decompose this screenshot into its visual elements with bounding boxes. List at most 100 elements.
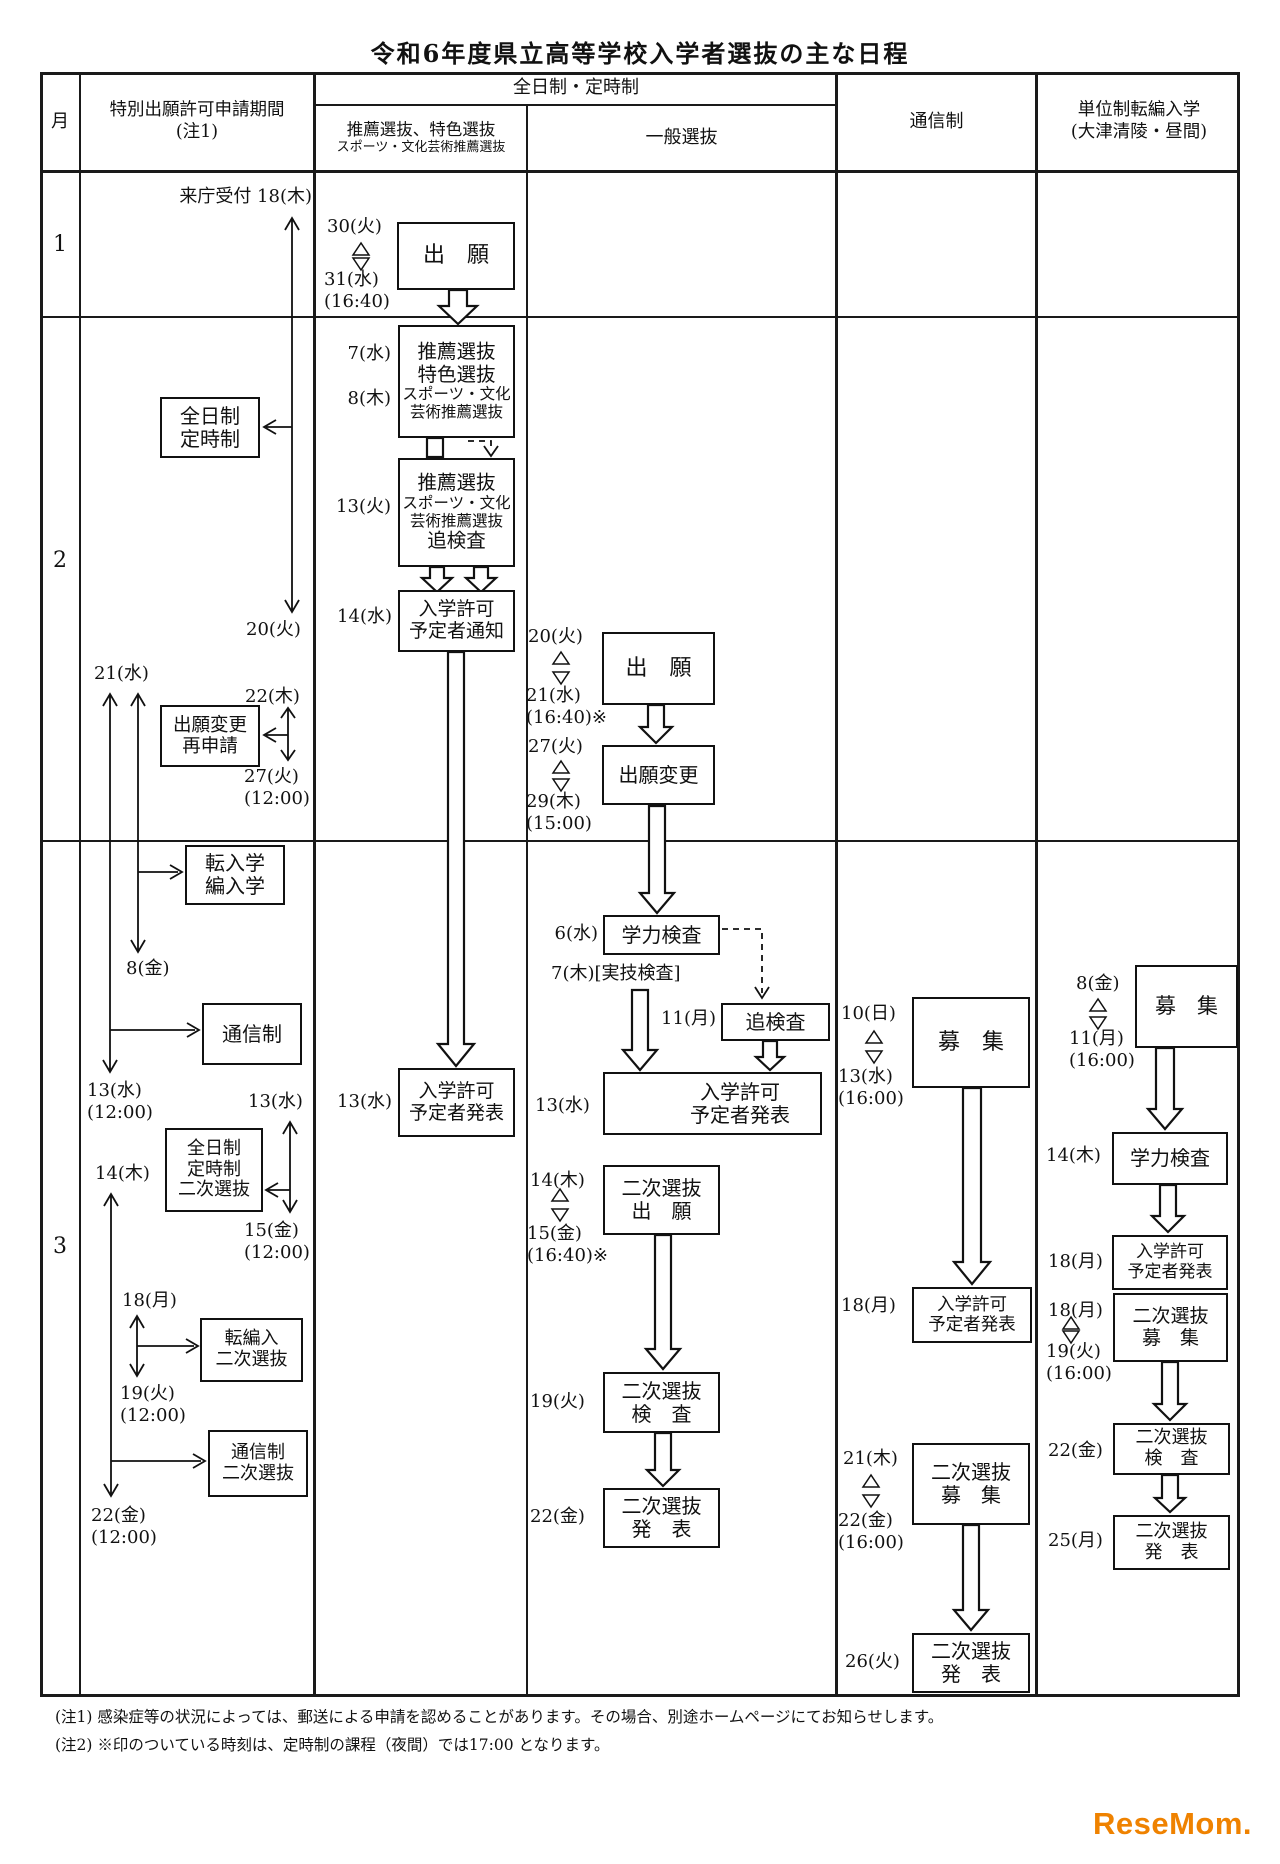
flow-arrow-secondapply-to-exam <box>643 1233 683 1371</box>
month-2: 2 <box>53 548 67 573</box>
label-rc-8: 8(木) <box>347 388 392 409</box>
box-line: 推薦選抜 <box>417 340 496 364</box>
flow-arrow-u-recruit-to-exam <box>1145 1046 1185 1131</box>
label-un-8: 8(金) <box>1076 973 1120 994</box>
header-fulltime-parttime: 全日制・定時制 <box>513 77 639 99</box>
resemom-logo: ReseMom. <box>1092 1806 1252 1841</box>
dashed-arrow-exam-to-makeup <box>722 928 763 993</box>
box-recommend-announce: 入学許可 予定者発表 <box>398 1068 515 1137</box>
label-sp-19: 19(火) (12:00) <box>120 1383 186 1426</box>
table-outer-border <box>40 72 1240 1697</box>
box-general-second-apply: 二次選抜 出 願 <box>603 1165 720 1235</box>
box-general-exam: 学力検査 <box>603 915 720 955</box>
grid-line <box>79 72 81 1697</box>
label-gn-11: 11(月) <box>661 1008 716 1029</box>
label-un-18: 18(月) <box>1048 1251 1103 1272</box>
flow-arrow-exam-to-announce <box>620 988 660 1072</box>
grid-line <box>313 72 316 1697</box>
label-rc-30: 30(火) <box>327 216 382 237</box>
header-month: 月 <box>51 110 69 132</box>
label-gn-22: 22(金) <box>530 1506 585 1527</box>
label-ts-21: 21(木) <box>843 1448 898 1469</box>
flow-arrow-u-second-to-exam <box>1151 1360 1189 1422</box>
flow-arrow-apply-to-change <box>637 703 675 745</box>
box-change-reapply: 出願変更 再申請 <box>160 705 260 767</box>
box-fulltime-parttime: 全日制 定時制 <box>160 397 260 458</box>
grid-line <box>526 105 528 1697</box>
dashed-arrow-head-1 <box>483 445 499 458</box>
label-gn-13: 13(水) <box>535 1095 590 1116</box>
label-ts-18: 18(月) <box>841 1295 896 1316</box>
diamond-arrows <box>351 241 1108 1509</box>
box-general-second-announce: 二次選抜 発 表 <box>603 1488 720 1548</box>
flow-arrow-to-notice-2 <box>463 565 499 594</box>
range-arrow-correspondence-second <box>861 1473 881 1509</box>
grid-line <box>835 72 838 1697</box>
label-ts-26: 26(火) <box>845 1651 900 1672</box>
label-un-11: 11(月) (16:00) <box>1069 1028 1135 1071</box>
box-general-announce: 入学許可 予定者発表 <box>603 1072 822 1135</box>
label-rc-13: 13(火) <box>336 496 391 517</box>
range-arrow-general-change <box>551 759 571 793</box>
box-credit-announce: 入学許可 予定者発表 <box>1112 1235 1228 1290</box>
label-ts-13: 13(水) (16:00) <box>838 1066 904 1109</box>
month-3: 3 <box>53 1234 67 1259</box>
label-reception-date: 来庁受付 18(木) <box>179 186 312 207</box>
label-ts-22: 22(金) (16:00) <box>838 1510 904 1553</box>
label-sp-15: 15(金) (12:00) <box>244 1220 310 1263</box>
label-sp-21: 21(水) <box>94 663 149 684</box>
month-1: 1 <box>53 232 67 257</box>
label-sp-22: 22(木) <box>245 686 300 707</box>
box-transfer-admission: 転入学 編入学 <box>185 845 285 905</box>
dashed-arrow-selection-to-makeup <box>468 440 492 449</box>
flow-arrow-to-notice-1 <box>419 565 455 594</box>
note-2: (注2) ※印のついている時刻は、定時制の課程（夜間）では17:00 となります… <box>55 1736 610 1754</box>
label-un-25: 25(月) <box>1048 1530 1103 1551</box>
header-recommend-line1: 推薦選抜、特色選抜 <box>346 119 496 139</box>
label-rc-31: 31(水) (16:40) <box>324 269 390 312</box>
label-gn-21: 21(水) (16:40)※ <box>526 685 607 728</box>
label-sp-14: 14(木) <box>95 1163 150 1184</box>
header-credit-transfer: 単位制転編入学 (大津清陵・昼間) <box>1070 100 1208 142</box>
label-gn-27: 27(火) <box>528 736 583 757</box>
note-1: (注1) 感染症等の状況によっては、郵送による申請を認めることがあります。その場… <box>55 1708 944 1726</box>
arrow-fulltime-second-period <box>264 1120 298 1214</box>
label-un-19: 19(火) (16:00) <box>1046 1341 1112 1384</box>
arrow-correspondence-second-period <box>103 1192 207 1498</box>
label-ts-10: 10(日) <box>841 1003 896 1024</box>
box-credit-recruit: 募 集 <box>1135 965 1238 1048</box>
label-gn-15: 15(金) (16:40)※ <box>527 1223 608 1266</box>
label-gn-20: 20(火) <box>528 626 583 647</box>
box-credit-second-recruit: 二次選抜 募 集 <box>1113 1293 1228 1362</box>
box-line: 推薦選抜 <box>417 471 496 495</box>
arrow-transfer-period <box>130 692 184 954</box>
range-arrow-second-apply <box>550 1187 570 1223</box>
box-general-apply: 出 願 <box>602 632 715 705</box>
box-recommend-notice: 入学許可 予定者通知 <box>398 590 515 652</box>
grid-line <box>40 316 1240 318</box>
page-title: 令和6年度県立高等学校入学者選抜の主な日程 <box>370 39 910 68</box>
box-line: 特色選抜 <box>417 362 496 386</box>
flow-arrow-makeup-to-announce <box>753 1039 787 1072</box>
box-transfer-second: 転編入 二次選抜 <box>200 1318 303 1382</box>
label-un-22: 22(金) <box>1048 1440 1103 1461</box>
box-recommend-selection: 推薦選抜 特色選抜 スポーツ・文化 芸術推薦選抜 <box>398 325 515 438</box>
box-credit-exam: 学力検査 <box>1112 1132 1228 1185</box>
box-credit-second-announce: 二次選抜 発 表 <box>1113 1515 1230 1570</box>
flow-arrow-u-exam-to-announce <box>1149 1183 1187 1234</box>
box-correspondence-m3: 通信制 <box>202 1003 302 1065</box>
dashed-arrow-head-2 <box>754 986 770 1000</box>
box-corr-second-recruit: 二次選抜 募 集 <box>912 1443 1030 1525</box>
grid-line <box>40 170 1240 173</box>
label-rc-13b: 13(水) <box>337 1091 392 1112</box>
arrow-correspondence-period <box>102 692 201 1074</box>
grid-line <box>1035 72 1038 1697</box>
flow-arrow-u-secondexam-to-announce <box>1152 1473 1188 1514</box>
box-correspondence-second: 通信制 二次選抜 <box>208 1430 308 1497</box>
label-gn-6: 6(水) <box>554 923 599 944</box>
flow-arrow-t-second-to-announce <box>951 1523 991 1632</box>
flow-arrow-t-recruit-to-announce <box>951 1086 993 1286</box>
box-general-makeup: 追検査 <box>721 1003 830 1041</box>
label-sp-13b: 13(水) <box>248 1091 303 1112</box>
